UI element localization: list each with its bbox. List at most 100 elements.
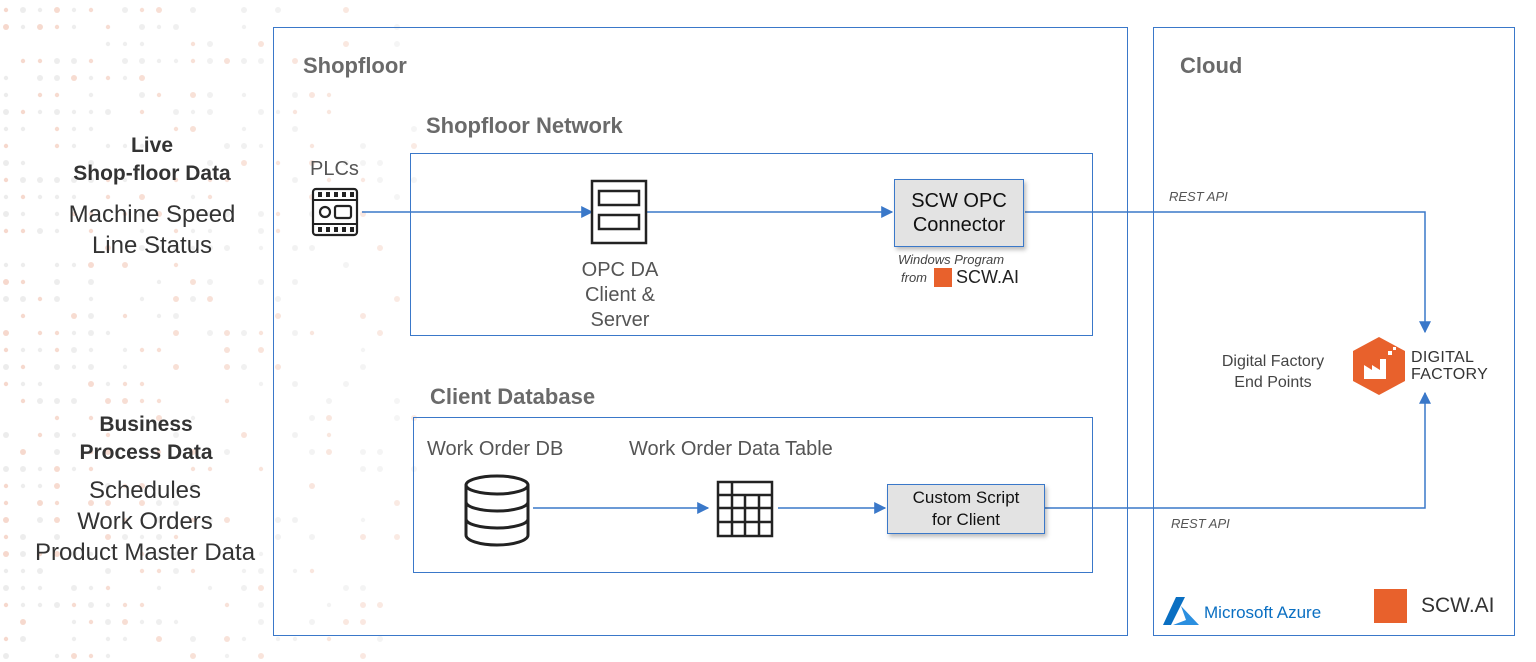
- background-dot: [105, 177, 111, 183]
- background-dot: [377, 160, 383, 166]
- background-dot: [224, 364, 230, 370]
- background-dot: [71, 194, 77, 200]
- background-dot: [71, 653, 77, 659]
- digital-factory-logo-text: DIGITAL FACTORY: [1411, 349, 1488, 383]
- background-dot: [37, 194, 43, 200]
- background-dot: [258, 381, 264, 387]
- background-dot: [173, 58, 179, 64]
- background-dot: [394, 415, 400, 421]
- background-dot: [173, 551, 179, 557]
- background-dot: [275, 296, 281, 302]
- background-dot: [105, 381, 111, 387]
- background-dot: [37, 177, 43, 183]
- background-dot: [20, 126, 26, 132]
- background-dot: [139, 194, 145, 200]
- background-dot: [37, 24, 43, 30]
- background-dot: [207, 279, 213, 285]
- background-dot: [88, 313, 94, 319]
- background-dot: [292, 568, 298, 574]
- background-dot: [292, 517, 298, 523]
- background-dot: [20, 381, 26, 387]
- custom-script-box[interactable]: Custom Script for Client: [887, 484, 1045, 534]
- background-dot: [139, 449, 145, 455]
- work-order-table-label: Work Order Data Table: [629, 438, 833, 460]
- background-dot: [3, 75, 9, 81]
- background-dot: [54, 653, 60, 659]
- background-dot: [37, 602, 43, 608]
- background-dot: [54, 92, 60, 98]
- background-dot: [292, 432, 298, 438]
- background-dot: [122, 347, 128, 353]
- background-dot: [207, 194, 213, 200]
- background-dot: [139, 619, 145, 625]
- background-dot: [54, 466, 60, 472]
- background-dot: [377, 602, 383, 608]
- background-dot: [37, 517, 43, 523]
- background-dot: [156, 347, 162, 353]
- background-dot: [71, 109, 77, 115]
- background-dot: [139, 109, 145, 115]
- background-dot: [207, 58, 213, 64]
- background-dot: [105, 109, 111, 115]
- background-dot: [241, 585, 247, 591]
- background-dot: [54, 500, 60, 506]
- background-dot: [3, 364, 9, 370]
- background-dot: [37, 585, 43, 591]
- background-dot: [54, 330, 60, 336]
- background-dot: [258, 653, 264, 659]
- windows-program-label: Windows Program: [898, 252, 1005, 267]
- background-dot: [258, 58, 264, 64]
- background-dot: [37, 296, 43, 302]
- background-dot: [37, 466, 43, 472]
- business-item: Product Master Data: [34, 539, 256, 566]
- background-dot: [71, 313, 77, 319]
- background-dot: [54, 602, 60, 608]
- background-dot: [71, 177, 77, 183]
- background-dot: [394, 41, 400, 47]
- background-dot: [207, 585, 213, 591]
- background-dot: [224, 177, 230, 183]
- background-dot: [258, 602, 264, 608]
- background-dot: [54, 364, 60, 370]
- background-dot: [377, 466, 383, 472]
- background-dot: [258, 619, 264, 625]
- background-dot: [54, 398, 60, 404]
- background-dot: [139, 75, 145, 81]
- background-dot: [173, 228, 179, 234]
- background-dot: [139, 41, 145, 47]
- background-dot: [275, 160, 281, 166]
- background-dot: [275, 364, 281, 370]
- opc-da-label: OPC DA Client & Server: [560, 258, 680, 333]
- background-dot: [309, 143, 315, 149]
- background-dot: [275, 517, 281, 523]
- scw-opc-connector-box[interactable]: SCW OPC Connector: [894, 179, 1024, 247]
- background-dot: [105, 449, 111, 455]
- background-dot: [105, 534, 111, 540]
- background-dot: [377, 245, 383, 251]
- background-dot: [3, 347, 9, 353]
- background-dot: [71, 211, 77, 217]
- background-dot: [207, 517, 213, 523]
- background-dot: [309, 160, 315, 166]
- background-dot: [54, 296, 60, 302]
- background-dot: [71, 347, 77, 353]
- background-dot: [241, 126, 247, 132]
- background-dot: [122, 619, 128, 625]
- background-dot: [139, 398, 145, 404]
- background-dot: [156, 415, 162, 421]
- scw-orange-square-icon: [934, 268, 952, 287]
- background-dot: [54, 7, 60, 13]
- business-heading-line-2: Process Data: [79, 441, 213, 464]
- background-dot: [173, 126, 179, 132]
- background-dot: [20, 228, 26, 234]
- background-dot: [37, 432, 43, 438]
- background-dot: [258, 41, 264, 47]
- background-dot: [54, 262, 60, 268]
- background-dot: [37, 92, 43, 98]
- background-dot: [258, 228, 264, 234]
- live-item: Line Status: [91, 232, 213, 259]
- background-dot: [3, 194, 9, 200]
- database-icon: [464, 474, 530, 547]
- background-dot: [258, 330, 264, 336]
- background-dot: [173, 330, 179, 336]
